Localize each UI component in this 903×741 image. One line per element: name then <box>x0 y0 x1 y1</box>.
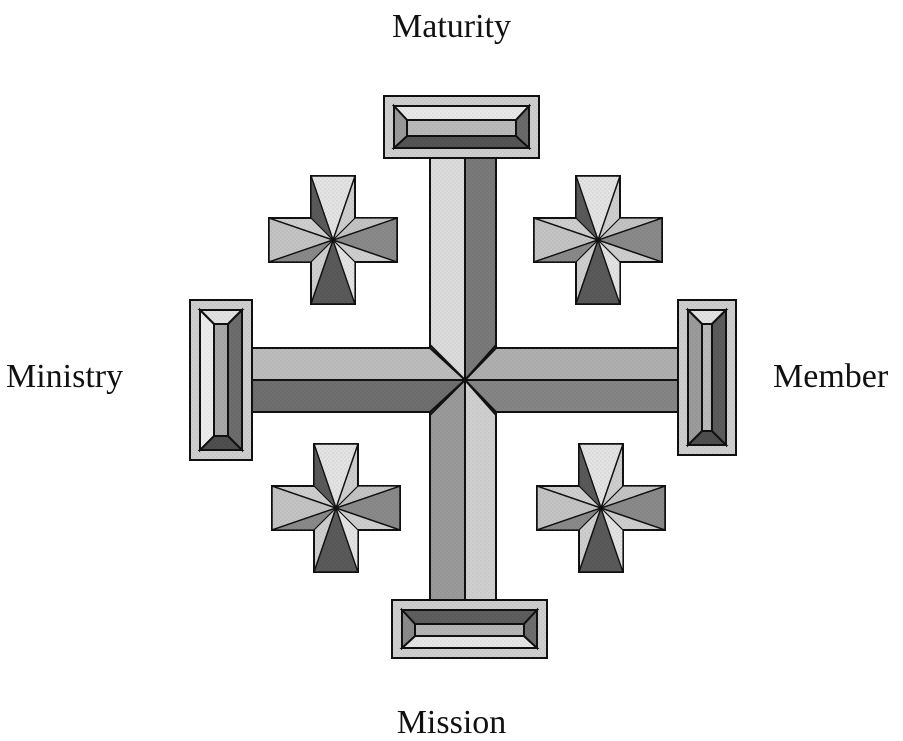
small-cross-top-right <box>534 176 662 304</box>
small-cross-bottom-left <box>272 444 400 572</box>
small-cross-bottom-right <box>537 444 665 572</box>
small-cross-top-left <box>269 176 397 304</box>
